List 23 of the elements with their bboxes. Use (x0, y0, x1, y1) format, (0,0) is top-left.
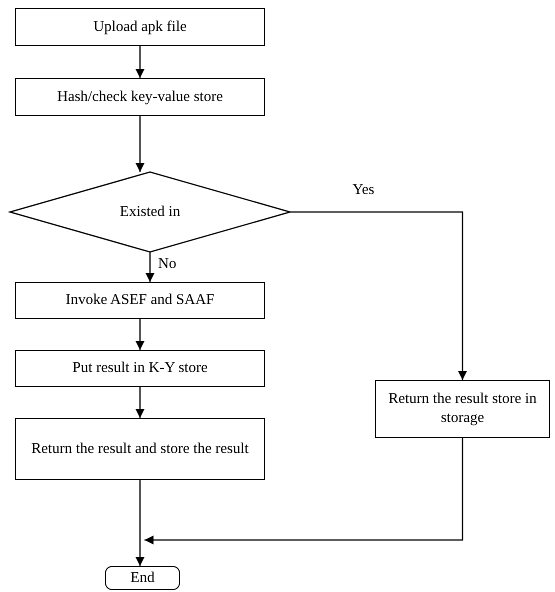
node-text: End (130, 568, 155, 588)
process-box (15, 418, 265, 480)
terminal-box (105, 566, 180, 590)
arrow (135, 387, 145, 418)
node-text: Existed in (120, 202, 180, 222)
process-box (15, 350, 265, 387)
node-text: Upload apk file (93, 18, 187, 36)
node-text: Return the result store in storage (387, 390, 538, 428)
arrow (135, 480, 145, 566)
arrow (135, 319, 145, 350)
process-box (15, 8, 265, 46)
node-text: Hash/check key-value store (57, 88, 223, 106)
arrow (135, 116, 145, 172)
arrow (135, 46, 145, 78)
process-box (15, 282, 265, 319)
node-text: Put result in K-Y store (72, 359, 208, 378)
node-text: Invoke ASEF and SAAF (66, 291, 214, 310)
arrow (145, 252, 155, 282)
arrow (144, 438, 464, 545)
node-text: Return the result and store the result (31, 440, 249, 458)
process-box (15, 78, 265, 116)
process-box (375, 380, 550, 438)
arrow (290, 211, 468, 380)
